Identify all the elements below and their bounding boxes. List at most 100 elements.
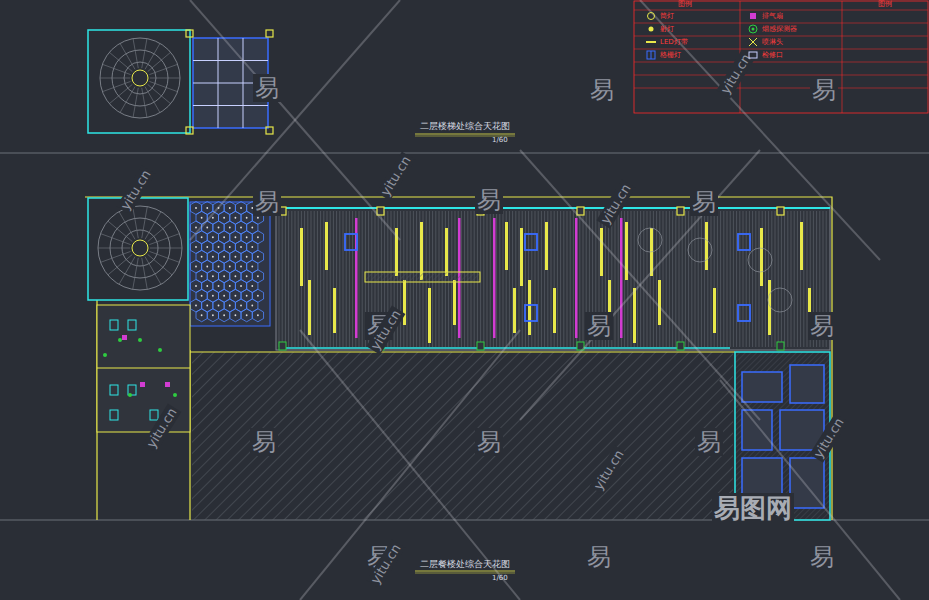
light-dot [128, 393, 132, 397]
light-dot [218, 246, 220, 248]
light-dot [206, 246, 208, 248]
slat [339, 211, 340, 347]
light-dot [212, 314, 214, 316]
title-underline [415, 134, 515, 135]
drawing-title: 二层餐楼处综合天花图 [420, 560, 510, 570]
drawing-title: 二层楼梯处综合天花图 [420, 122, 510, 132]
slat [291, 211, 292, 347]
light-dot [257, 295, 259, 297]
light-dot [212, 256, 214, 258]
light-dot [212, 295, 214, 297]
watermark: yitu.cn [596, 179, 635, 228]
slat [538, 211, 539, 347]
sheet-border [0, 153, 929, 154]
stair-tread [148, 221, 173, 242]
light-dot [223, 295, 225, 297]
watermark-stroke [520, 150, 760, 420]
legend-symbol [646, 50, 656, 60]
stair-zone [88, 198, 188, 300]
light-dot [223, 275, 225, 277]
slat [285, 211, 286, 347]
watermark: 易 [253, 188, 281, 216]
light-dot [229, 207, 231, 209]
toilet-symbol [110, 410, 118, 420]
slat [739, 211, 740, 347]
stair-tread [150, 248, 182, 249]
stair-tread [108, 221, 133, 242]
slat [704, 211, 705, 347]
light-dot [251, 246, 253, 248]
light-dot [195, 207, 197, 209]
slat [359, 211, 360, 347]
slat [759, 211, 760, 347]
slat [314, 211, 315, 347]
light-dot [206, 285, 208, 287]
slat [336, 211, 337, 347]
slat [618, 211, 619, 347]
slat [496, 211, 497, 347]
stair-tread [149, 81, 177, 91]
slat [349, 211, 350, 347]
slat [720, 211, 721, 347]
column [266, 127, 273, 134]
legend-item: 喷淋头 [748, 37, 783, 47]
watermark-stroke [640, 0, 880, 260]
watermark: 易 [808, 312, 836, 340]
light-strip [308, 280, 311, 335]
light-dot [251, 227, 253, 229]
watermark-stroke [190, 0, 400, 240]
light-strip [453, 280, 456, 325]
slat [551, 211, 552, 347]
slat [730, 211, 731, 347]
watermark: 易图网 [712, 493, 794, 524]
table-outline [748, 248, 772, 272]
slat [615, 211, 616, 347]
light-dot [246, 256, 248, 258]
slat [579, 211, 580, 347]
slat [640, 211, 641, 347]
stair-tread [142, 207, 148, 239]
vent-symbol [525, 234, 537, 250]
legend-symbol [748, 24, 758, 34]
slat [778, 211, 779, 347]
light-dot [218, 305, 220, 307]
slat [567, 211, 568, 347]
watermark: yitu.cn [716, 49, 755, 98]
stair-tread [145, 87, 160, 113]
slat [749, 211, 750, 347]
hex-ceiling [190, 202, 270, 326]
room-cell [742, 372, 782, 402]
stair-tread [109, 52, 132, 71]
light-dot [218, 227, 220, 229]
light-dot [235, 295, 237, 297]
stair-tread [102, 81, 130, 91]
toilet-symbol [128, 320, 136, 330]
slat [583, 211, 584, 347]
magenta-strip [575, 218, 578, 338]
slat [682, 211, 683, 347]
slat [295, 211, 296, 347]
legend-symbol [748, 37, 758, 47]
table-rule [634, 75, 928, 76]
legend-table [634, 1, 928, 113]
slat [631, 211, 632, 347]
light-dot [246, 314, 248, 316]
stair-tread [98, 248, 130, 249]
column [266, 30, 273, 37]
light-strip [505, 222, 508, 270]
toilet-symbol [110, 385, 118, 395]
slat [775, 211, 776, 347]
hex-cell [252, 309, 263, 322]
light-strip [633, 288, 636, 343]
light-dot [223, 236, 225, 238]
slat [794, 211, 795, 347]
stair-tread [133, 88, 138, 118]
title-underline [415, 573, 515, 574]
light-dot [235, 275, 237, 277]
slat [669, 211, 670, 347]
watermark: 易 [585, 543, 613, 571]
slat [672, 211, 673, 347]
stair-tread [133, 207, 139, 239]
slat [531, 211, 532, 347]
vent-symbol [345, 234, 357, 250]
